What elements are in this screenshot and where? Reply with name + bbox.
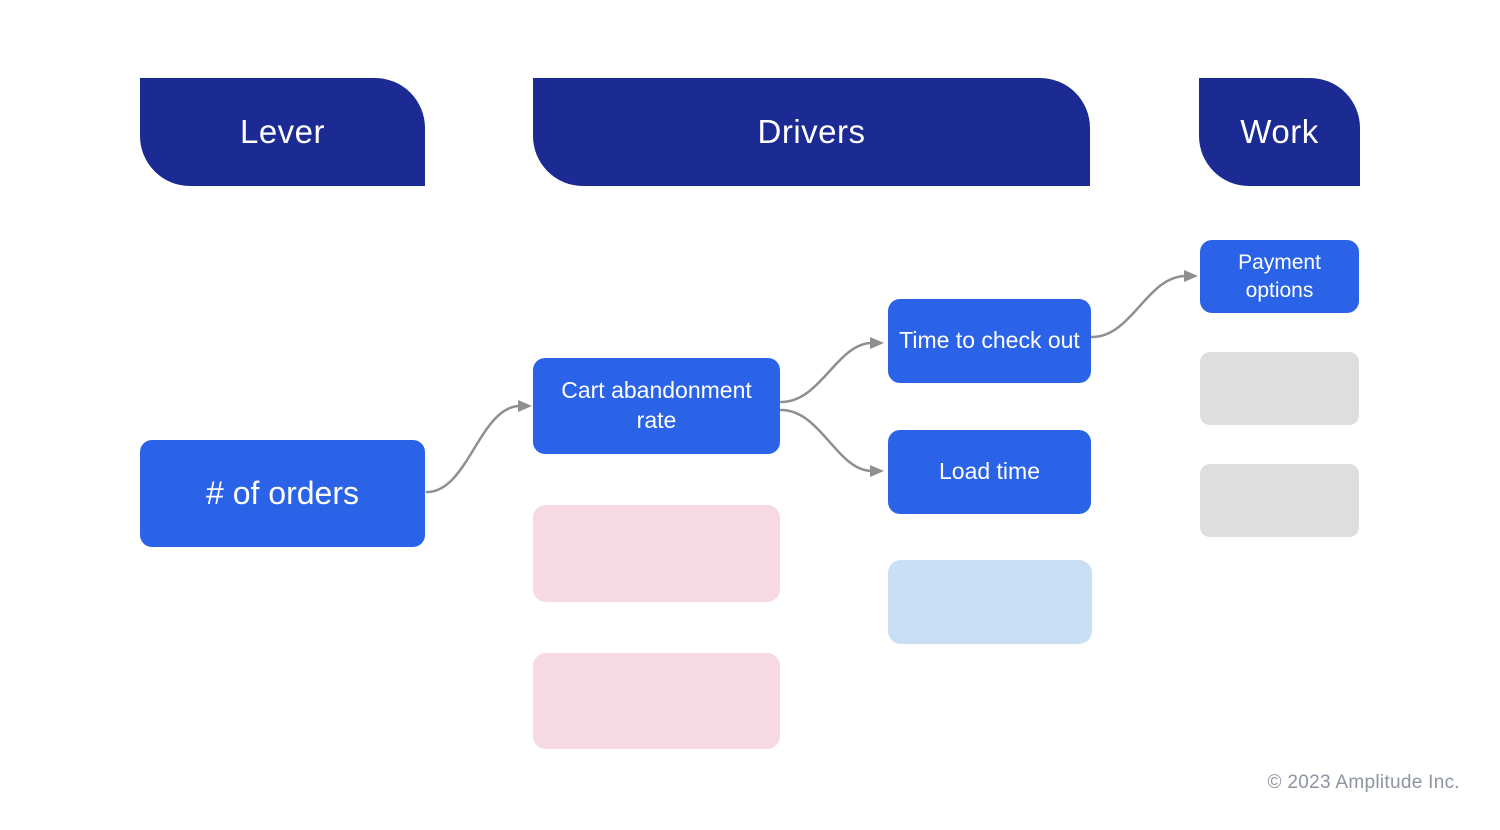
column-header-drivers: Drivers (533, 78, 1090, 186)
column-header-work: Work (1199, 78, 1360, 186)
placeholder-driver-pink-2 (533, 653, 780, 749)
node-load-time: Load time (888, 430, 1091, 514)
column-header-lever: Lever (140, 78, 425, 186)
placeholder-driver-pink-1 (533, 505, 780, 602)
arrow-cart-abandonment-to-time-to-checkout (779, 337, 884, 404)
arrow-cart-abandonment-to-load-time (779, 408, 884, 477)
node-number-of-orders-label: # of orders (206, 474, 359, 511)
column-header-drivers-label: Drivers (757, 113, 866, 150)
node-time-to-check-out-label: Time to check out (899, 327, 1080, 354)
placeholder-work-gray-1 (1200, 352, 1359, 425)
arrow-time-to-checkout-to-payment-options (1090, 270, 1198, 339)
node-cart-abandonment-rate: Cart abandonment rate (533, 358, 780, 454)
node-payment-options-label: Payment options (1238, 251, 1321, 302)
node-load-time-label: Load time (938, 458, 1040, 485)
copyright-text: © 2023 Amplitude Inc. (1267, 772, 1460, 793)
node-payment-options: Payment options (1200, 240, 1359, 313)
column-header-work-label: Work (1240, 113, 1319, 150)
placeholder-driver-light-blue (888, 560, 1092, 644)
node-number-of-orders: # of orders (140, 440, 425, 547)
column-header-lever-label: Lever (239, 113, 326, 150)
placeholder-work-gray-2 (1200, 464, 1359, 537)
node-time-to-check-out: Time to check out (888, 299, 1091, 383)
node-cart-abandonment-rate-label: Cart abandonment rate (561, 377, 752, 433)
arrow-orders-to-cart-abandonment (425, 400, 532, 494)
